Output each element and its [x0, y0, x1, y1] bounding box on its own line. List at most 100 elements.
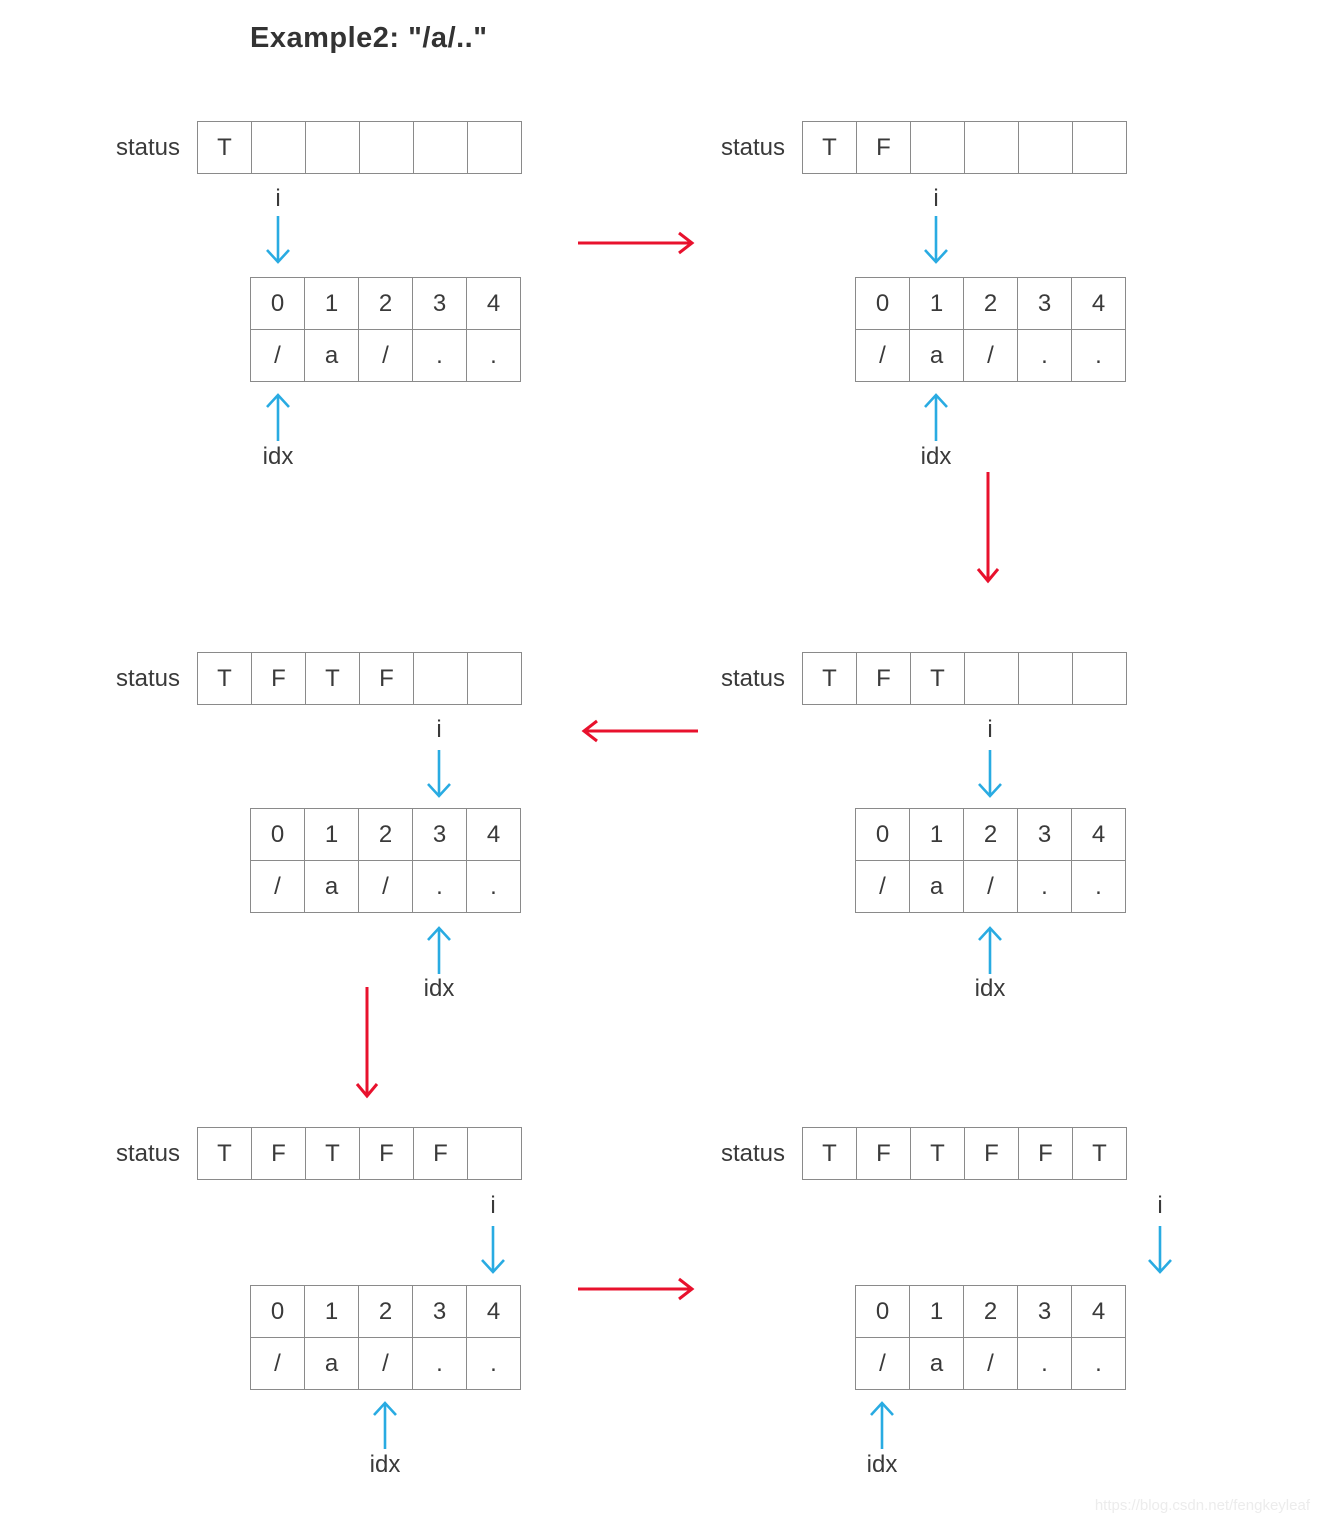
- index-cell: 0: [251, 809, 305, 861]
- char-array-table: 0 1 2 3 4 / a / . .: [250, 1285, 521, 1390]
- i-down-arrow-icon: [1148, 1226, 1172, 1274]
- status-cell: F: [857, 653, 911, 704]
- idx-pointer-label: idx: [369, 1451, 401, 1478]
- status-cell: F: [252, 653, 306, 704]
- char-cell: .: [413, 330, 467, 381]
- index-cell: 3: [413, 1286, 467, 1338]
- i-down-arrow-icon: [481, 1226, 505, 1274]
- i-pointer-label: i: [436, 716, 442, 743]
- status-label: status: [116, 1140, 181, 1167]
- index-cell: 1: [910, 1286, 964, 1338]
- status-cell: T: [803, 1128, 857, 1179]
- i-pointer-label: i: [275, 185, 281, 212]
- char-cell: .: [413, 1338, 467, 1389]
- flow-arrow-right-step5-to-step6-icon: [578, 1277, 695, 1301]
- char-cell: /: [359, 330, 413, 381]
- idx-up-arrow-icon: [924, 393, 948, 441]
- index-cell: 2: [359, 278, 413, 330]
- index-cell: 1: [910, 809, 964, 861]
- char-cell: /: [964, 1338, 1018, 1389]
- status-cell: F: [360, 1128, 414, 1179]
- index-cell: 4: [467, 278, 520, 330]
- char-cell: a: [305, 1338, 359, 1389]
- char-cell: /: [964, 861, 1018, 912]
- index-cell: 3: [413, 809, 467, 861]
- status-cell: [252, 122, 306, 173]
- char-cell: .: [490, 1349, 497, 1377]
- status-cell: F: [857, 1128, 911, 1179]
- idx-pointer-label: idx: [974, 975, 1006, 1002]
- char-cell: /: [359, 861, 413, 912]
- status-cell: T: [306, 1128, 360, 1179]
- index-cell: 0: [856, 278, 910, 330]
- index-cell: 4: [1072, 809, 1125, 861]
- status-table: T: [197, 121, 522, 174]
- char-cell: /: [359, 1338, 413, 1389]
- i-pointer-label: i: [987, 716, 993, 743]
- i-down-arrow-icon: [978, 750, 1002, 798]
- status-cell: [468, 1128, 521, 1179]
- i-pointer-label: i: [1157, 1192, 1163, 1219]
- index-cell: 2: [964, 278, 1018, 330]
- char-cell: a: [305, 330, 359, 381]
- status-cell: T: [198, 1128, 252, 1179]
- status-label: status: [721, 665, 786, 692]
- flow-arrow-down-step2-to-step3-icon: [976, 472, 1000, 584]
- status-cell: [965, 653, 1019, 704]
- char-cell: .: [1095, 872, 1102, 900]
- watermark: https://blog.csdn.net/fengkeyleaf: [1094, 1497, 1310, 1514]
- char-cell: /: [964, 330, 1018, 381]
- flow-arrow-right-step1-to-step2-icon: [578, 231, 695, 255]
- status-cell: [414, 122, 468, 173]
- index-cell: 0: [856, 809, 910, 861]
- i-down-arrow-icon: [266, 216, 290, 264]
- idx-pointer-label: idx: [920, 443, 952, 470]
- status-cell: F: [857, 122, 911, 173]
- char-cell: .: [1095, 341, 1102, 369]
- index-cell: 3: [413, 278, 467, 330]
- status-cell: [1019, 653, 1073, 704]
- status-table: T F T F F T: [802, 1127, 1127, 1180]
- char-cell: /: [856, 861, 910, 912]
- status-table: T F T F F: [197, 1127, 522, 1180]
- index-cell: 0: [251, 278, 305, 330]
- char-cell: /: [251, 330, 305, 381]
- index-cell: 1: [305, 809, 359, 861]
- idx-up-arrow-icon: [266, 393, 290, 441]
- char-cell: .: [1018, 330, 1072, 381]
- status-label: status: [721, 134, 786, 161]
- page-title: Example2: "/a/..": [250, 22, 488, 54]
- status-cell: T: [911, 653, 965, 704]
- index-cell: 3: [1018, 1286, 1072, 1338]
- char-cell: .: [490, 872, 497, 900]
- index-cell: 0: [251, 1286, 305, 1338]
- status-cell: F: [414, 1128, 468, 1179]
- char-cell: /: [856, 1338, 910, 1389]
- char-cell: .: [1018, 1338, 1072, 1389]
- char-cell: a: [305, 861, 359, 912]
- status-cell: [1073, 653, 1126, 704]
- index-cell: 1: [305, 1286, 359, 1338]
- status-cell: T: [198, 653, 252, 704]
- idx-pointer-label: idx: [866, 1451, 898, 1478]
- char-cell: /: [251, 1338, 305, 1389]
- char-array-table: 0 1 2 3 4 / a / . .: [250, 808, 521, 913]
- idx-up-arrow-icon: [373, 1401, 397, 1449]
- i-pointer-label: i: [490, 1192, 496, 1219]
- index-cell: 4: [467, 1286, 520, 1338]
- index-cell: 1: [910, 278, 964, 330]
- flow-arrow-down-step4-to-step5-icon: [355, 987, 379, 1099]
- status-table: T F T F: [197, 652, 522, 705]
- status-cell: [468, 653, 521, 704]
- status-cell: F: [965, 1128, 1019, 1179]
- char-cell: .: [490, 341, 497, 369]
- status-cell: [468, 122, 521, 173]
- status-table: T F: [802, 121, 1127, 174]
- idx-pointer-label: idx: [262, 443, 294, 470]
- index-cell: 2: [359, 809, 413, 861]
- char-cell: .: [1018, 861, 1072, 912]
- status-cell: [360, 122, 414, 173]
- char-cell: a: [910, 330, 964, 381]
- idx-pointer-label: idx: [423, 975, 455, 1002]
